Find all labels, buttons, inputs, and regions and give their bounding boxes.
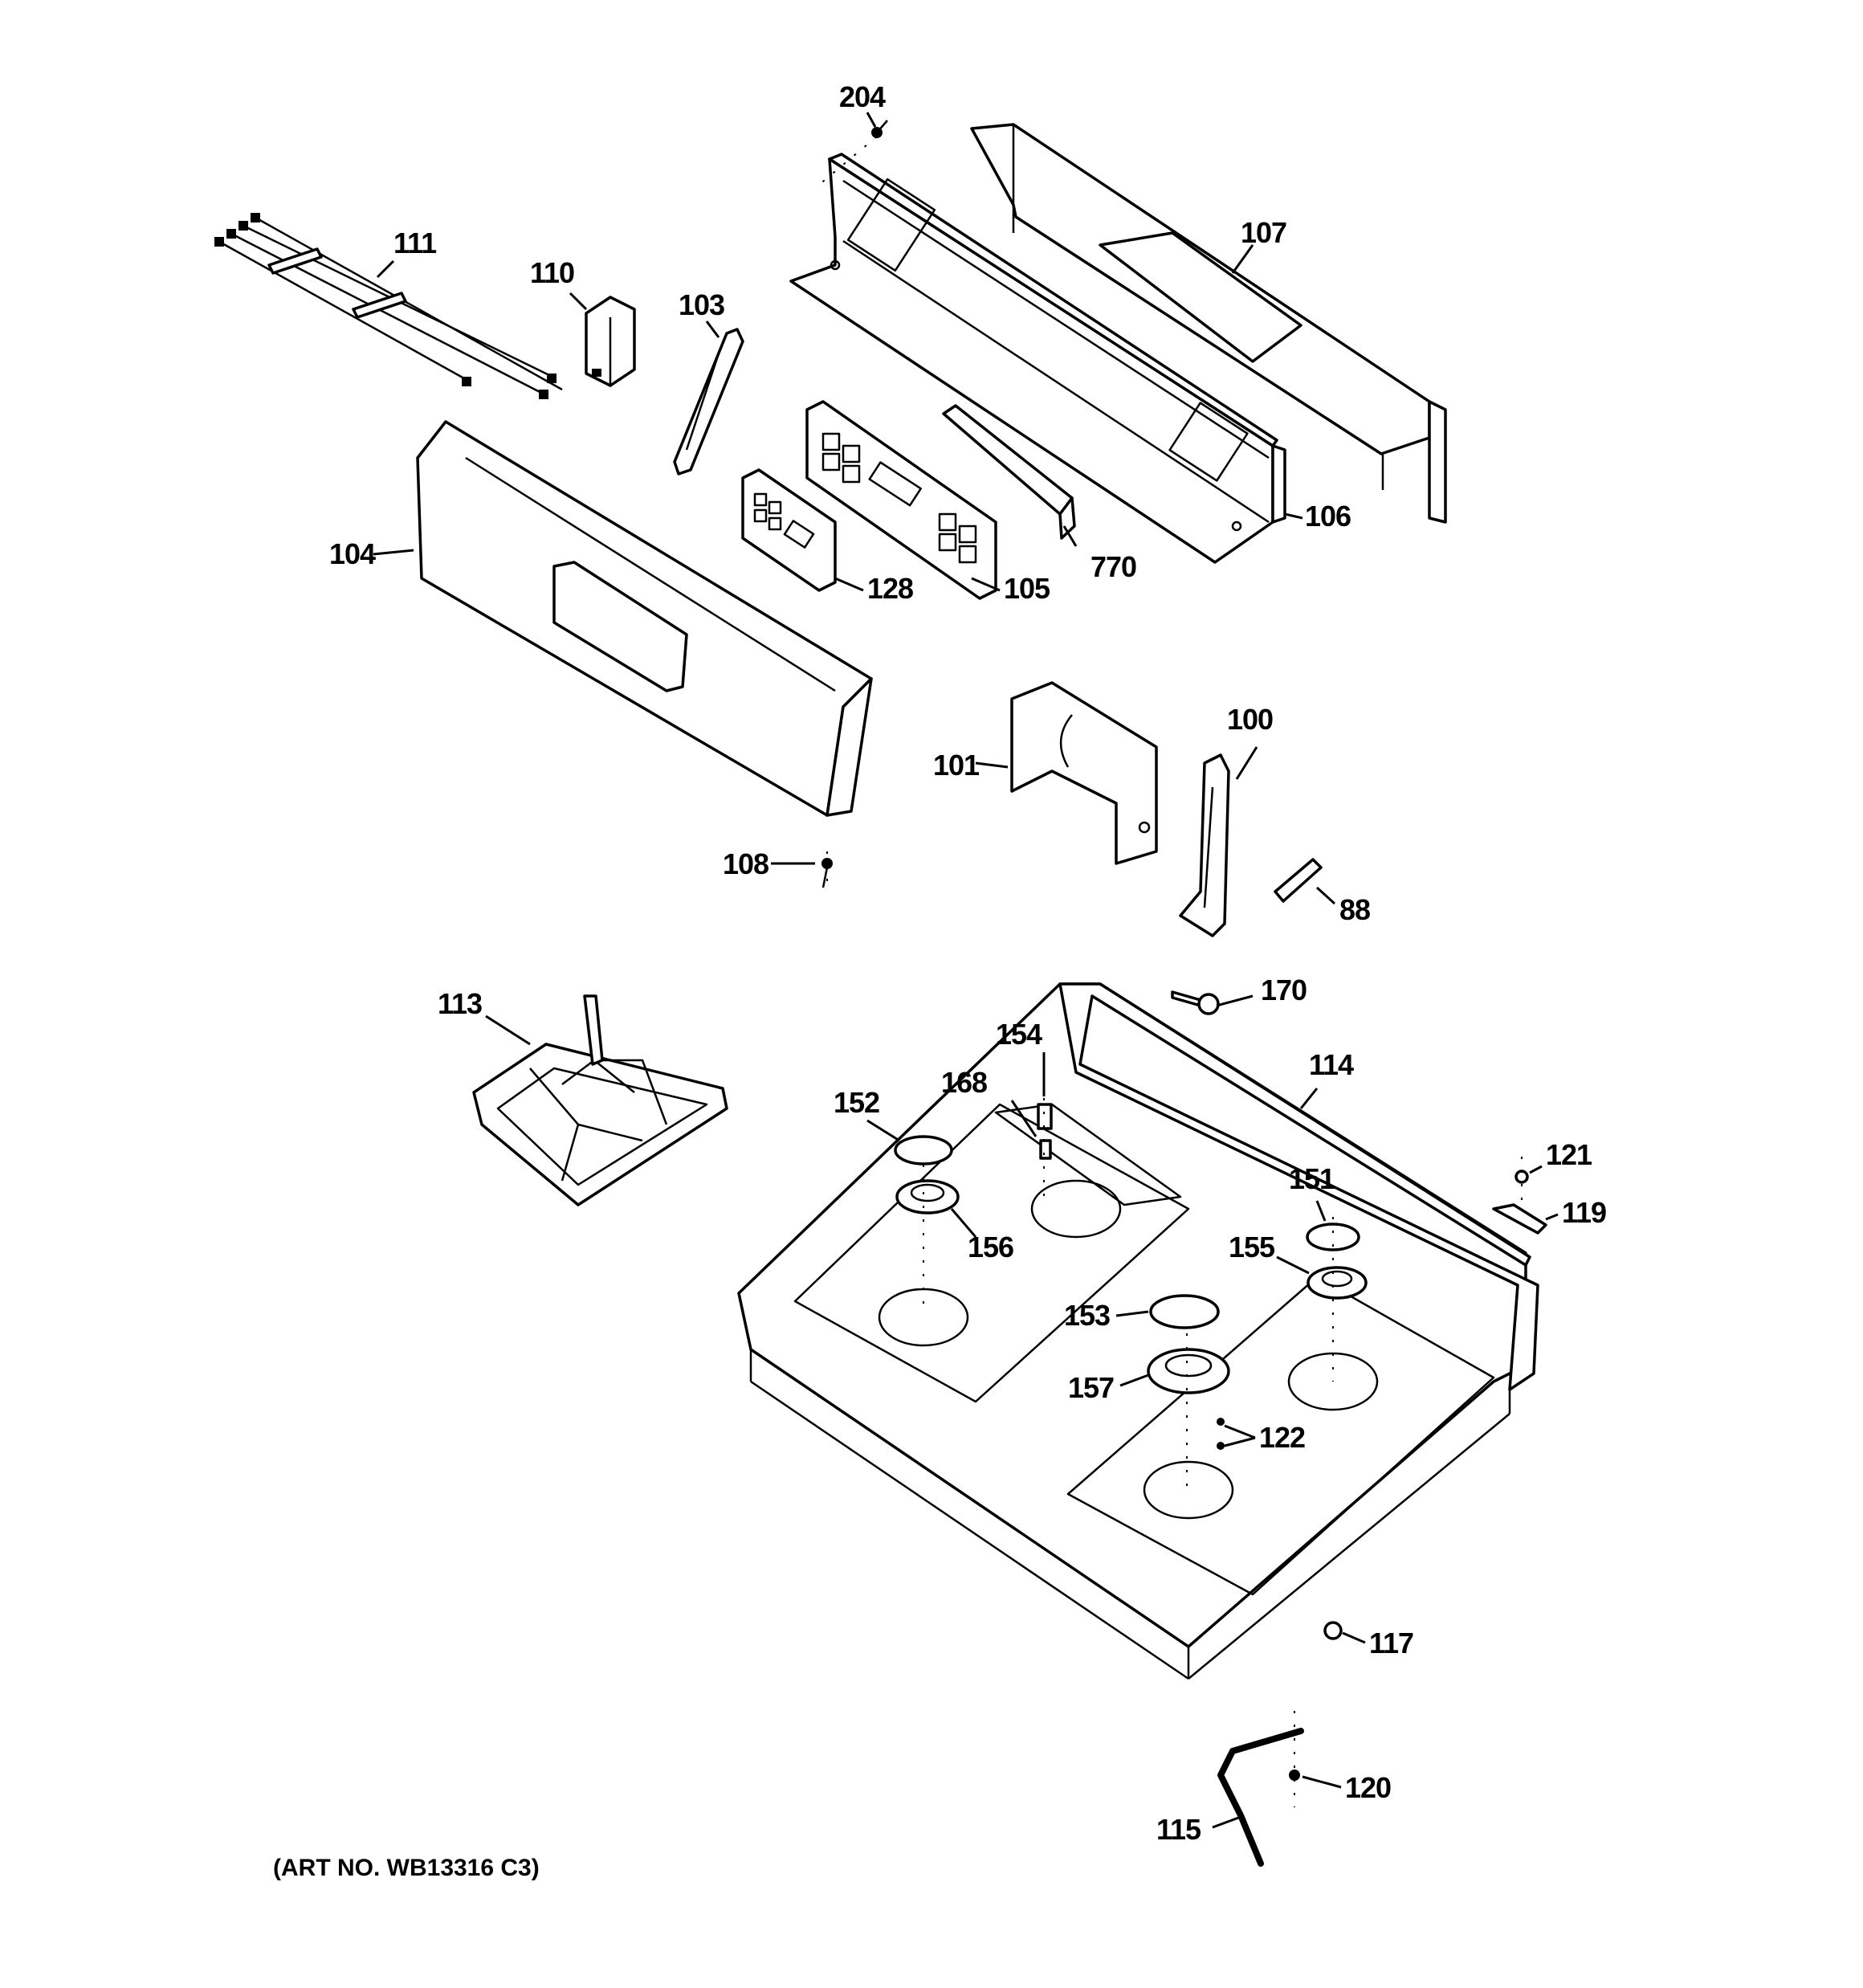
callout-204: 204 — [839, 80, 886, 113]
part-101-shield — [1010, 681, 1158, 865]
callout-117: 117 — [1369, 1627, 1413, 1659]
callout-119: 119 — [1562, 1196, 1606, 1229]
part-103-bracket — [673, 328, 744, 476]
centerlines — [826, 851, 1523, 1807]
part-122-screw — [1217, 1418, 1225, 1450]
callout-128: 128 — [867, 572, 913, 605]
leader-lines — [373, 112, 1559, 1829]
part-117-nut — [1323, 1621, 1343, 1640]
callout-151: 151 — [1289, 1162, 1335, 1195]
part-120-screw — [1289, 1770, 1300, 1781]
part-105-control-board — [805, 400, 997, 600]
part-157-head — [1147, 1348, 1230, 1394]
part-204-screw — [818, 120, 888, 186]
part-88-clip — [1274, 858, 1323, 903]
callout-152: 152 — [834, 1086, 879, 1119]
part-100-bracket — [1179, 753, 1230, 937]
part-128-overlay — [741, 468, 837, 592]
callout-155: 155 — [1229, 1231, 1275, 1263]
part-170-screw — [1171, 990, 1220, 1015]
callout-110: 110 — [530, 256, 574, 289]
callout-770: 770 — [1090, 550, 1136, 583]
callout-108: 108 — [723, 847, 768, 880]
callout-114: 114 — [1309, 1048, 1354, 1081]
callout-154: 154 — [996, 1018, 1042, 1051]
callout-111: 111 — [393, 227, 437, 259]
part-155-head — [1307, 1266, 1368, 1300]
callout-115: 115 — [1156, 1813, 1201, 1846]
part-106-backguard-panel — [789, 153, 1286, 564]
callout-113: 113 — [438, 987, 482, 1020]
callout-106: 106 — [1305, 500, 1351, 533]
part-115-rod — [1217, 1728, 1304, 1867]
part-108-screw — [821, 858, 833, 888]
part-153-cap — [1149, 1294, 1220, 1329]
callout-labels: 204 107 111 110 103 104 128 105 770 106 … — [329, 80, 1607, 1846]
callout-156: 156 — [968, 1231, 1013, 1263]
callout-153: 153 — [1064, 1299, 1110, 1332]
part-111-wire-harness — [214, 213, 563, 399]
part-121-screw — [1514, 1170, 1529, 1184]
callout-107: 107 — [1241, 216, 1286, 249]
callout-101: 101 — [933, 749, 980, 782]
part-107-top-cover — [970, 123, 1447, 524]
part-104-control-panel — [416, 420, 873, 817]
part-770-trim — [942, 404, 1076, 540]
callout-88: 88 — [1339, 893, 1370, 926]
part-110-spark-module — [585, 296, 636, 387]
part-154-orifice — [1037, 1103, 1053, 1130]
callout-120: 120 — [1345, 1771, 1391, 1804]
part-152-cap — [894, 1135, 953, 1165]
callout-122: 122 — [1259, 1421, 1305, 1454]
callout-168: 168 — [941, 1066, 987, 1099]
part-168-orifice — [1039, 1139, 1052, 1160]
callout-170: 170 — [1261, 974, 1307, 1006]
part-113-grate — [472, 994, 728, 1206]
part-151-cap — [1306, 1223, 1360, 1251]
part-156-head — [895, 1179, 960, 1214]
callout-105: 105 — [1004, 572, 1050, 605]
callout-121: 121 — [1546, 1138, 1592, 1171]
art-number: (ART NO. WB13316 C3) — [273, 1855, 540, 1881]
callout-157: 157 — [1068, 1371, 1114, 1404]
callout-100: 100 — [1227, 703, 1273, 736]
callout-104: 104 — [329, 537, 376, 570]
part-119-bracket — [1492, 1203, 1547, 1235]
callout-103: 103 — [679, 288, 724, 321]
